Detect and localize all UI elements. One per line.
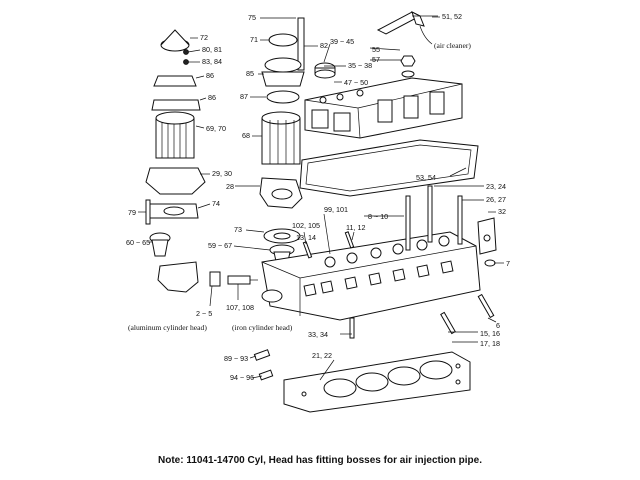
housing-lower — [157, 261, 199, 293]
label-39-45: 39 ~ 45 — [330, 37, 354, 46]
plug-7 — [484, 259, 496, 267]
stud-13-14 — [302, 241, 313, 259]
bolt-75 — [297, 17, 305, 71]
label-47-50: 47 ~ 50 — [344, 78, 368, 87]
caption-aluminum-head: (aluminum cylinder head) — [128, 323, 207, 332]
thermostat-middle-stack — [261, 33, 305, 165]
stud-33-34 — [349, 317, 355, 339]
label-80-81: 80, 81 — [202, 45, 222, 54]
label-60-65: 60 ~ 65 — [126, 238, 150, 247]
label-26-27: 26, 27 — [486, 195, 506, 204]
stud-79 — [145, 199, 151, 225]
caption-iron-head: (iron cylinder head) — [232, 323, 293, 332]
bracket-32 — [477, 217, 497, 255]
label-8-10: 8 ~ 10 — [368, 212, 388, 221]
label-79: 79 — [128, 208, 136, 217]
label-99-101: 99, 101 — [324, 205, 348, 214]
label-6: 6 — [496, 321, 500, 330]
label-17-18: 17, 18 — [480, 339, 500, 348]
label-86b: 86 — [208, 93, 216, 102]
label-55: 55 — [372, 45, 380, 54]
rocker-cover-gasket — [299, 139, 479, 197]
label-28: 28 — [226, 182, 234, 191]
label-72: 72 — [200, 33, 208, 42]
label-71: 71 — [250, 35, 258, 44]
label-82: 82 — [320, 41, 328, 50]
label-7: 7 — [506, 259, 510, 268]
stud-15-16 — [440, 311, 456, 335]
label-86a: 86 — [206, 71, 214, 80]
rocker-cover — [304, 77, 463, 139]
stud-6 — [477, 293, 495, 319]
label-53-54: 53, 54 — [416, 173, 436, 182]
air-cleaner-hose — [376, 11, 438, 45]
water-outlet-28 — [259, 177, 303, 209]
label-102-105: 102, 105 — [292, 221, 320, 230]
label-74: 74 — [212, 199, 220, 208]
washer-57 — [401, 70, 415, 78]
thermostat-60-65 — [149, 232, 171, 257]
label-68: 68 — [242, 131, 250, 140]
label-75: 75 — [248, 13, 256, 22]
head-bolt-8-10 — [405, 195, 411, 251]
label-29-30: 29, 30 — [212, 169, 232, 178]
label-32: 32 — [498, 207, 506, 216]
plug-89-93 — [253, 349, 271, 361]
plug-94-96 — [258, 369, 274, 381]
nut-55 — [400, 55, 416, 67]
thermostat-stack — [145, 29, 206, 219]
gasket-73 — [263, 228, 301, 244]
label-33-34: 33, 34 — [308, 330, 328, 339]
footnote: Note: 11041-14700 Cyl, Head has fitting … — [158, 455, 482, 466]
label-51-52: 51, 52 — [442, 12, 462, 21]
label-13-14: 13, 14 — [296, 233, 316, 242]
oil-filler-cap — [314, 62, 336, 79]
label-21-22: 21, 22 — [312, 351, 332, 360]
label-83-84: 83, 84 — [202, 57, 222, 66]
head-bolt-23-24 — [427, 185, 433, 243]
head-bolt-26-27 — [457, 195, 463, 245]
label-85: 85 — [246, 69, 254, 78]
stud-11-12 — [344, 231, 355, 249]
head-gasket — [283, 351, 471, 413]
label-11-12: 11, 12 — [346, 223, 365, 232]
label-15-16: 15, 16 — [480, 329, 500, 338]
label-87: 87 — [240, 92, 248, 101]
label-35-38: 35 ~ 38 — [348, 61, 372, 70]
label-air-cleaner: (air cleaner) — [434, 41, 471, 50]
leader-lines — [138, 16, 504, 381]
label-2-5: 2 ~ 5 — [196, 309, 212, 318]
label-73: 73 — [234, 225, 242, 234]
label-89-93: 89 ~ 93 — [224, 354, 248, 363]
sensor-107-108 — [209, 271, 258, 287]
label-59-67: 59 ~ 67 — [208, 241, 232, 250]
label-57: 57 — [372, 55, 380, 64]
label-69-70: 69, 70 — [206, 124, 226, 133]
label-107-108: 107, 108 — [226, 303, 254, 312]
part-labels: 75 51, 52 (air cleaner) 72 80, 81 83, 84… — [126, 12, 510, 382]
label-94-96: 94 ~ 96 — [230, 373, 254, 382]
label-23-24: 23, 24 — [486, 182, 506, 191]
cylinder-head — [261, 231, 481, 321]
